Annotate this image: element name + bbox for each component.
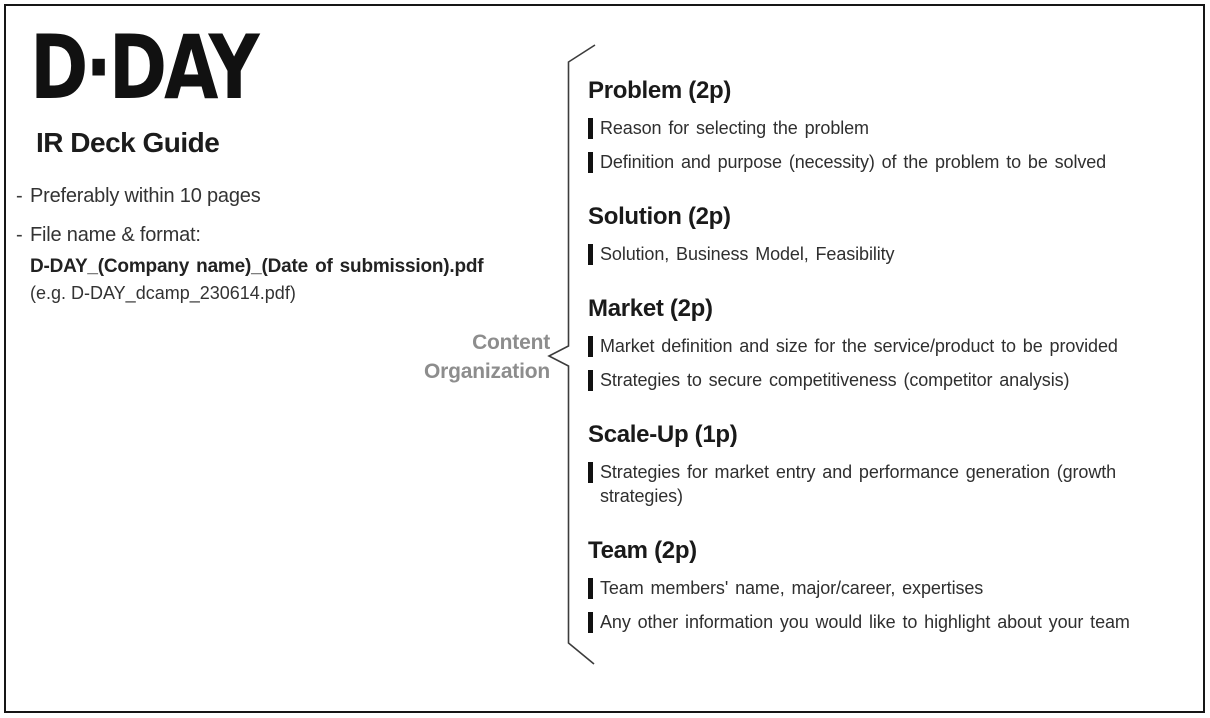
section-heading: Problem (2p) xyxy=(588,77,732,104)
bullet-bar-icon xyxy=(588,462,593,483)
guidelines-list: - Preferably within 10 pages - File name… xyxy=(16,184,556,319)
org-label-line2: Organization xyxy=(424,360,550,383)
list-item: - Preferably within 10 pages xyxy=(16,184,556,208)
list-item: Market definition and size for the servi… xyxy=(588,334,1204,358)
bullet-text: Team members' name, major/career, expert… xyxy=(600,578,984,598)
content-organization-label: Content Organization xyxy=(298,328,550,386)
bullet-bar-icon xyxy=(588,336,593,357)
bullet-text: Strategies to secure competitiveness (co… xyxy=(600,370,1070,390)
bullet-text: Solution, Business Model, Feasibility xyxy=(600,244,895,264)
list-item: Team members' name, major/career, expert… xyxy=(588,576,1204,600)
bullet-bar-icon xyxy=(588,244,593,265)
section-scale-up: Scale-Up (1p) Strategies for market entr… xyxy=(588,420,1204,508)
content-sections: Problem (2p) Reason for selecting the pr… xyxy=(588,76,1204,662)
list-item: Definition and purpose (necessity) of th… xyxy=(588,150,1204,174)
section-solution: Solution (2p) Solution, Business Model, … xyxy=(588,202,1204,266)
bullet-text: Market definition and size for the servi… xyxy=(600,336,1118,356)
list-item: Any other information you would like to … xyxy=(588,610,1204,634)
filename-example: (e.g. D-DAY_dcamp_230614.pdf) xyxy=(30,283,296,303)
section-heading: Market (2p) xyxy=(588,295,713,322)
section-market: Market (2p) Market definition and size f… xyxy=(588,294,1204,392)
section-team: Team (2p) Team members' name, major/care… xyxy=(588,536,1204,634)
dash-bullet: - xyxy=(16,224,23,246)
list-item: Strategies to secure competitiveness (co… xyxy=(588,368,1204,392)
dday-logo: D·DAY xyxy=(30,16,260,119)
org-label-line1: Content xyxy=(472,331,550,354)
bullet-bar-icon xyxy=(588,370,593,391)
list-item: Solution, Business Model, Feasibility xyxy=(588,242,1204,266)
guideline-filename-label: File name & format: xyxy=(30,224,201,246)
guideline-pages: Preferably within 10 pages xyxy=(30,185,261,207)
list-item: - File name & format: D-DAY_(Company nam… xyxy=(16,223,556,304)
bullet-bar-icon xyxy=(588,152,593,173)
bullet-text: Reason for selecting the problem xyxy=(600,118,869,138)
page-border xyxy=(4,4,1205,713)
dash-bullet: - xyxy=(16,185,23,207)
section-problem: Problem (2p) Reason for selecting the pr… xyxy=(588,76,1204,174)
section-heading: Solution (2p) xyxy=(588,203,731,230)
bullet-text: Definition and purpose (necessity) of th… xyxy=(600,152,1107,172)
page-title: IR Deck Guide xyxy=(36,127,220,158)
bullet-text: Any other information you would like to … xyxy=(600,612,1130,632)
list-item: Strategies for market entry and performa… xyxy=(588,460,1204,508)
section-heading: Team (2p) xyxy=(588,537,697,564)
bullet-bar-icon xyxy=(588,578,593,599)
filename-format: D-DAY_(Company name)_(Date of submission… xyxy=(30,256,484,277)
bullet-text: Strategies for market entry and performa… xyxy=(600,462,1117,506)
bullet-bar-icon xyxy=(588,118,593,139)
section-heading: Scale-Up (1p) xyxy=(588,421,738,448)
curly-brace-icon xyxy=(547,44,596,665)
list-item: Reason for selecting the problem xyxy=(588,116,1204,140)
bullet-bar-icon xyxy=(588,612,593,633)
